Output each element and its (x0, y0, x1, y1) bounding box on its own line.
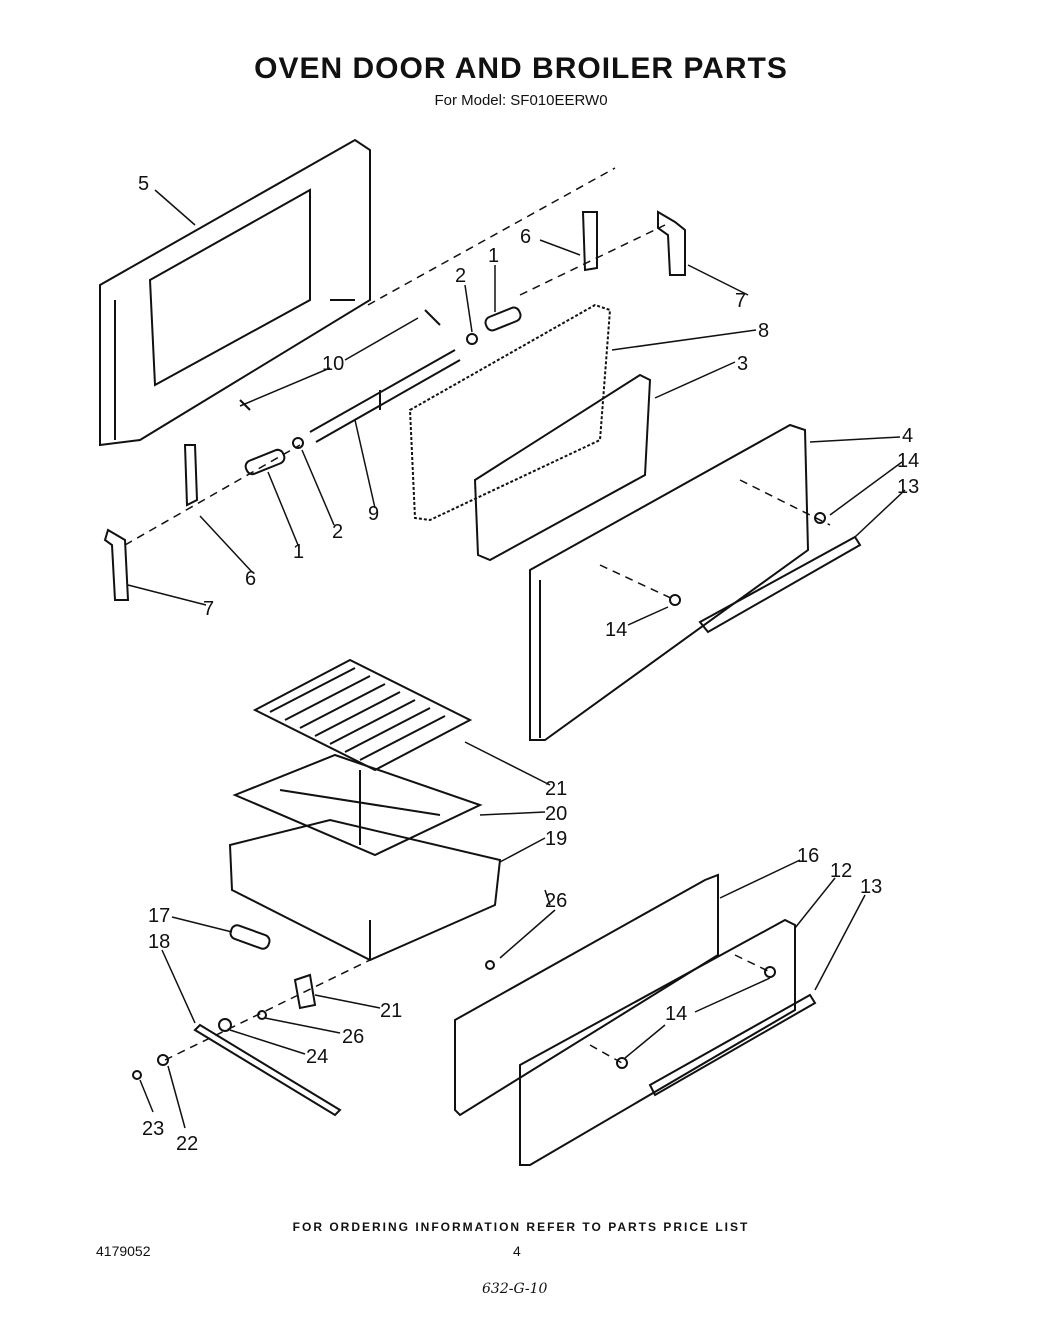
broiler-pan (228, 818, 502, 962)
door-liner-panel (473, 373, 652, 562)
outer-door-panel (529, 423, 810, 741)
callout-23: 23 (142, 1118, 164, 1140)
callout-26: 26 (342, 1026, 364, 1048)
callout-24: 24 (306, 1046, 328, 1068)
callout-19: 20 (545, 803, 567, 825)
callout-14-lower: 14 (665, 1003, 687, 1025)
broiler-door-inner-panel (454, 873, 719, 1117)
leader-lines (127, 189, 906, 1129)
broiler-bracket (293, 973, 317, 1010)
callout-22: 22 (176, 1133, 198, 1155)
door-springs-and-rods (239, 306, 522, 476)
ordering-note: FOR ORDERING INFORMATION REFER TO PARTS … (292, 1220, 750, 1234)
right-hinge-bracket (581, 210, 686, 276)
callout-7-lower: 7 (203, 598, 214, 620)
callout-1-upper: 1 (488, 245, 499, 267)
callout-12: 12 (830, 860, 852, 882)
callout-8: 8 (758, 320, 769, 342)
callout-1-lower: 1 (293, 541, 304, 563)
callout-13-right: 13 (897, 476, 919, 498)
left-hinge-bracket (103, 444, 199, 601)
callout-20: 21 (545, 778, 567, 800)
handwritten-note: 632-G-10 (482, 1281, 548, 1297)
callout-13-lower: 13 (860, 876, 882, 898)
callout-2-upper: 2 (455, 265, 466, 287)
callout-5: 5 (138, 173, 149, 195)
page-number: 4 (513, 1243, 521, 1259)
callout-14-right: 14 (897, 450, 919, 472)
door-insulation (408, 303, 612, 522)
callout-21: 21 (380, 1000, 402, 1022)
callout-10: 10 (322, 353, 344, 375)
callout-15: 16 (797, 845, 819, 867)
broiler-spring (229, 924, 271, 950)
page-title: OVEN DOOR AND BROILER PARTS (254, 52, 788, 85)
callout-16: 17 (148, 905, 170, 927)
callout-6-upper: 6 (520, 226, 531, 248)
callout-2-lower: 2 (332, 521, 343, 543)
callout-4: 4 (902, 425, 913, 447)
callout-17: 18 (148, 931, 170, 953)
callout-14-mid: 14 (605, 619, 627, 641)
door-handle (698, 535, 862, 634)
broiler-door-handle (648, 993, 817, 1097)
model-subtitle: For Model: SF010EERW0 (434, 92, 608, 109)
callout-3: 3 (737, 353, 748, 375)
oven-door-inner-panel (99, 138, 371, 447)
assembly-lines (124, 167, 831, 1064)
callout-18: 19 (545, 828, 567, 850)
callout-7-upper: 7 (735, 290, 746, 312)
callout-9: 9 (368, 503, 379, 525)
broiler-rail (193, 1023, 342, 1117)
callout-6-lower: 6 (245, 568, 256, 590)
broiler-door-outer-panel (519, 918, 796, 1166)
callout-25: 26 (545, 890, 567, 912)
document-number: 4179052 (96, 1243, 151, 1259)
broiler-pan-insert (232, 753, 483, 857)
callout-labels: 5 6 7 2 1 8 3 10 9 2 1 6 7 4 14 13 14 21… (138, 173, 919, 1155)
broiler-grid (252, 658, 473, 772)
